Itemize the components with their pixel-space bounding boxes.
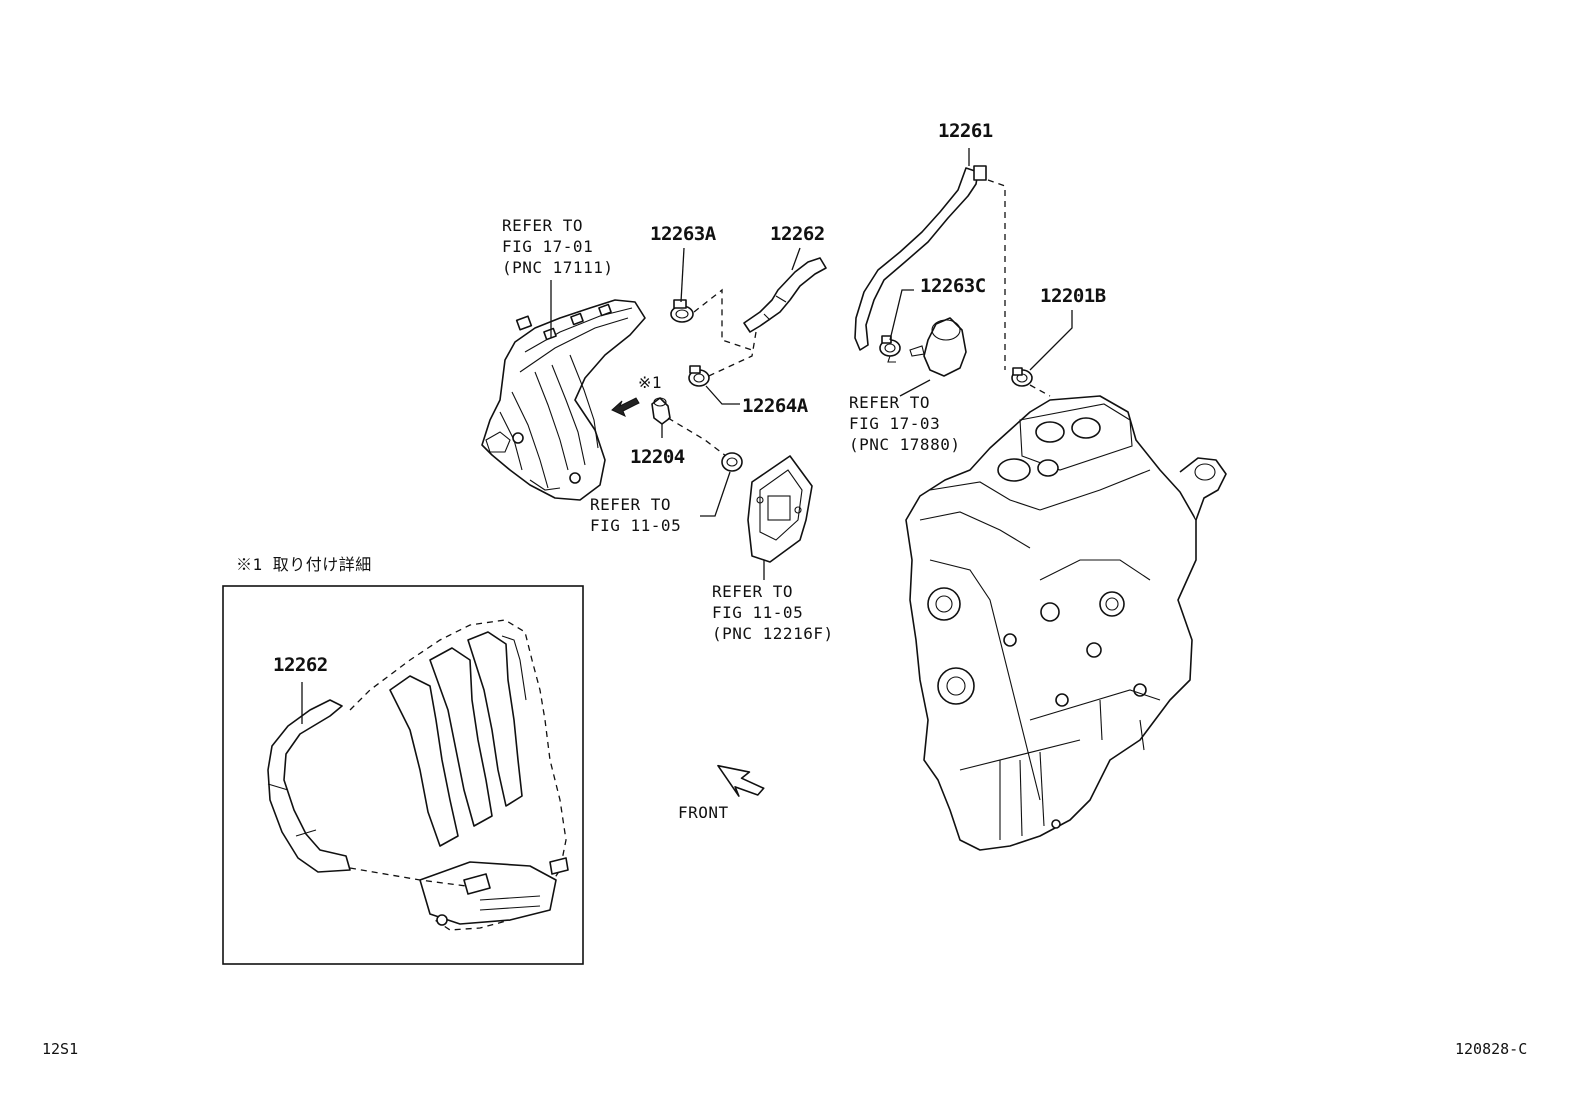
p12264a-leader [705, 385, 740, 405]
ref-fig1105b-line2: FIG 11-05 [712, 603, 803, 622]
hose-path-dash-2 [699, 331, 757, 381]
hose-path-dash-5 [1029, 384, 1051, 397]
install-arrow [611, 397, 640, 417]
detail-title: ※1 取り付け詳細 [236, 555, 372, 574]
ref-fig1701-line2: FIG 17-01 [502, 237, 593, 256]
ref-fig1703-line2: FIG 17-03 [849, 414, 940, 433]
front-arrow [717, 764, 765, 797]
clamp-12201b [1011, 367, 1033, 387]
detail-hose-12262 [267, 699, 351, 873]
clamp-12263a [670, 299, 694, 323]
footer-code-left: 12S1 [42, 1040, 78, 1058]
label-detail-12262: 12262 [273, 654, 328, 676]
detail-box [222, 585, 584, 965]
grommet [721, 452, 743, 472]
intake-manifold [481, 299, 646, 501]
ref-fig1105a-leader [700, 471, 731, 517]
ref-fig1703-line3: (PNC 17880) [849, 435, 960, 454]
clamp-12264a [688, 365, 710, 387]
p12263c-leader [889, 289, 914, 341]
label-12263a: 12263A [650, 223, 717, 245]
front-label: FRONT [678, 803, 729, 822]
ref-fig1105b-line1: REFER TO [712, 582, 793, 601]
ref-fig1701-line1: REFER TO [502, 216, 583, 235]
hose-path-dash-3 [667, 417, 727, 457]
label-12201b: 12201B [1040, 285, 1106, 307]
footer-code-right: 120828-C [1455, 1040, 1527, 1058]
detail-hose-dash [349, 867, 467, 887]
ref-fig1105b-line3: (PNC 12216F) [712, 624, 834, 643]
label-12263c: 12263C [920, 275, 986, 297]
label-12262: 12262 [770, 223, 825, 245]
p12263a-leader [680, 247, 685, 303]
detail-manifold-runners [389, 631, 569, 926]
hose-12262 [743, 257, 827, 333]
oil-separator-part [909, 317, 967, 377]
ref-fig1105a-line1: REFER TO [590, 495, 671, 514]
engine-assembly [905, 395, 1227, 851]
hose-path-dash-1 [693, 288, 753, 351]
p12262-leader [791, 247, 801, 271]
mark-1: ※1 [638, 373, 662, 392]
ref-fig1703-line1: REFER TO [849, 393, 930, 412]
head-cover-part [747, 455, 813, 563]
label-12261: 12261 [938, 120, 993, 142]
label-12204: 12204 [630, 446, 685, 468]
label-12264a: 12264A [742, 395, 809, 417]
ref-fig1701-line3: (PNC 17111) [502, 258, 613, 277]
hose-path-dash-4 [987, 179, 1006, 370]
union-12204 [651, 397, 671, 425]
hose-12261 [854, 165, 987, 351]
p12201b-leader [1029, 310, 1073, 371]
clamp-12263c [879, 335, 901, 363]
ref-fig1703-leader [899, 379, 931, 397]
ref-fig1105a-line2: FIG 11-05 [590, 516, 681, 535]
